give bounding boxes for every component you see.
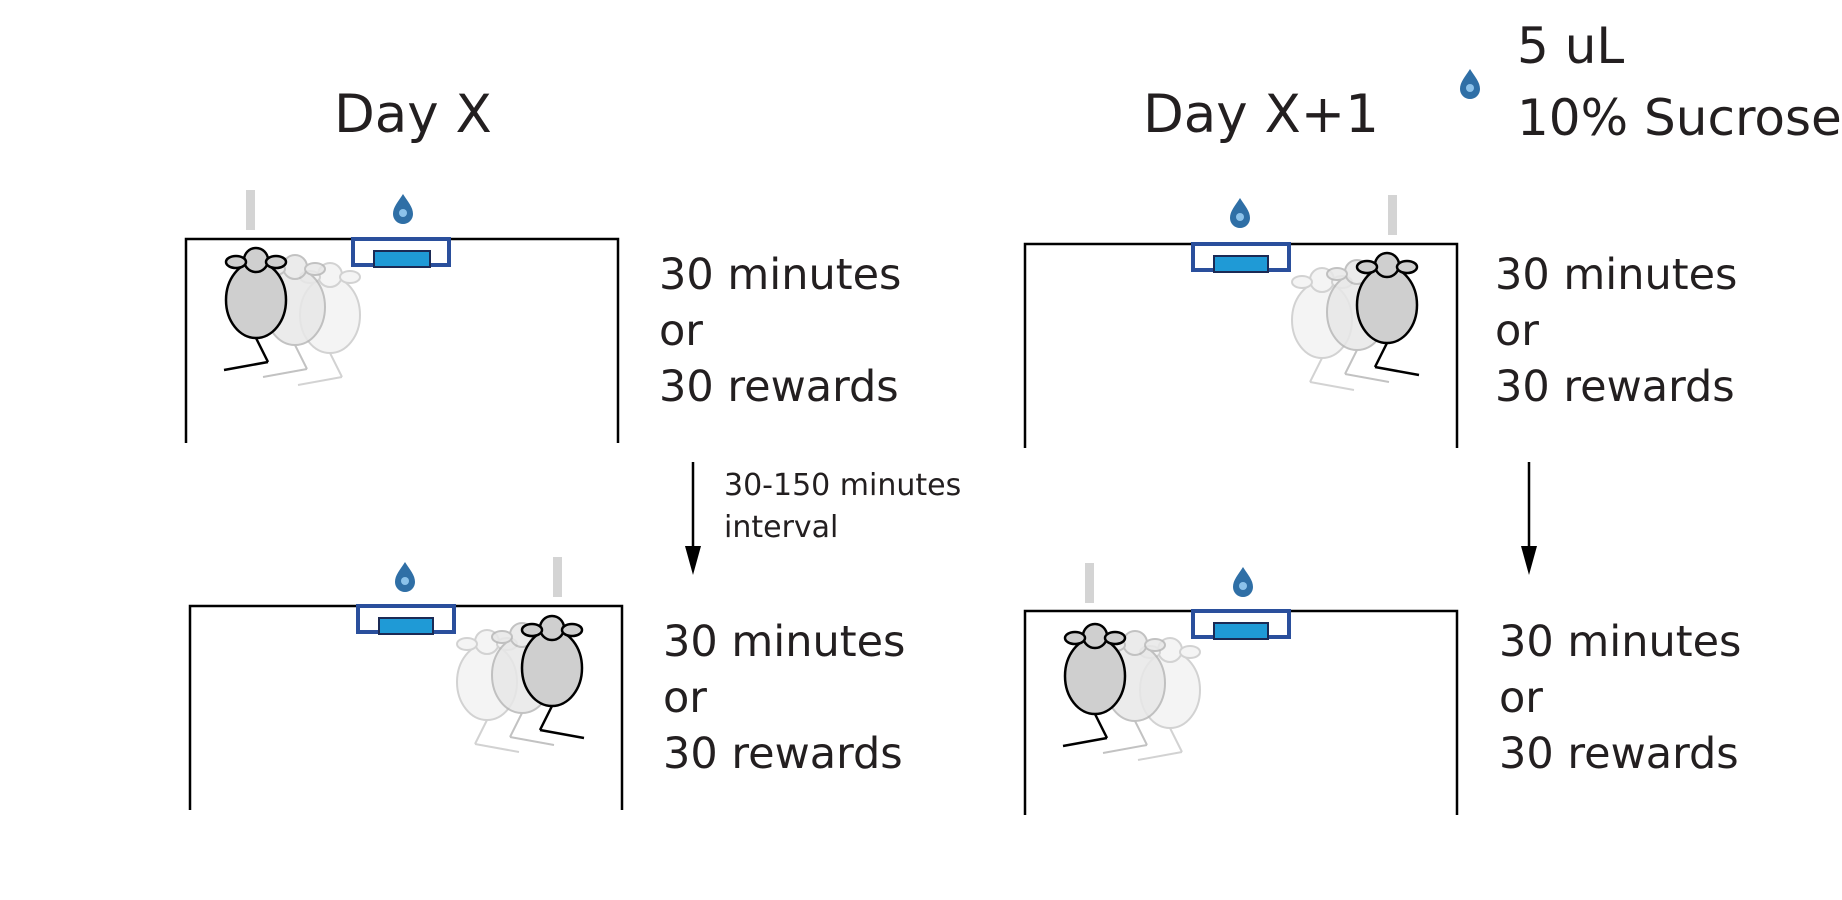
session-duration: 30 minutes (1499, 617, 1742, 667)
title-day-x1: Day X+1 (1143, 84, 1379, 145)
legend-drop (1460, 69, 1480, 99)
lever (1085, 563, 1094, 603)
arrow-dayx (685, 462, 701, 575)
legend-solution: 10% Sucrose (1517, 89, 1842, 147)
legend-volume: 5 uL (1517, 17, 1625, 75)
rat-icon (222, 246, 288, 372)
reward-port-dish (1213, 255, 1269, 273)
lever (246, 190, 255, 230)
chamber-dayx-session1 (184, 190, 620, 443)
session-condition: 30 minutes or 30 rewards (1495, 247, 1737, 415)
session-or: or (1499, 673, 1543, 723)
reward-port-dish (1213, 622, 1269, 640)
session-or: or (1495, 306, 1539, 356)
session-duration: 30 minutes (663, 617, 906, 667)
session-duration: 30 minutes (1495, 250, 1738, 300)
rat-icon (1355, 251, 1421, 377)
session-condition: 30 minutes or 30 rewards (659, 247, 901, 415)
lever (1388, 195, 1397, 235)
session-rewards: 30 rewards (659, 362, 899, 412)
session-condition: 30 minutes or 30 rewards (1499, 614, 1741, 782)
rat-icon (520, 614, 586, 740)
title-day-x: Day X (334, 84, 492, 145)
reward-port-dish (373, 250, 431, 268)
interval-label: 30-150 minutes interval (724, 465, 961, 549)
session-rewards: 30 rewards (663, 729, 903, 779)
interval-duration: 30-150 minutes (724, 468, 962, 503)
session-condition: 30 minutes or 30 rewards (663, 614, 905, 782)
lever (553, 557, 562, 597)
session-duration: 30 minutes (659, 250, 902, 300)
reward-port-dish (378, 617, 434, 635)
arrow-dayx1 (1521, 462, 1537, 575)
chamber-dayx-session2 (188, 557, 624, 810)
session-or: or (663, 673, 707, 723)
session-rewards: 30 rewards (1499, 729, 1739, 779)
chamber-dayx1-session2 (1023, 563, 1459, 815)
rat-icon (1061, 622, 1127, 748)
session-rewards: 30 rewards (1495, 362, 1735, 412)
session-or: or (659, 306, 703, 356)
interval-word: interval (724, 510, 839, 545)
chamber-dayx1-session1 (1023, 195, 1459, 448)
